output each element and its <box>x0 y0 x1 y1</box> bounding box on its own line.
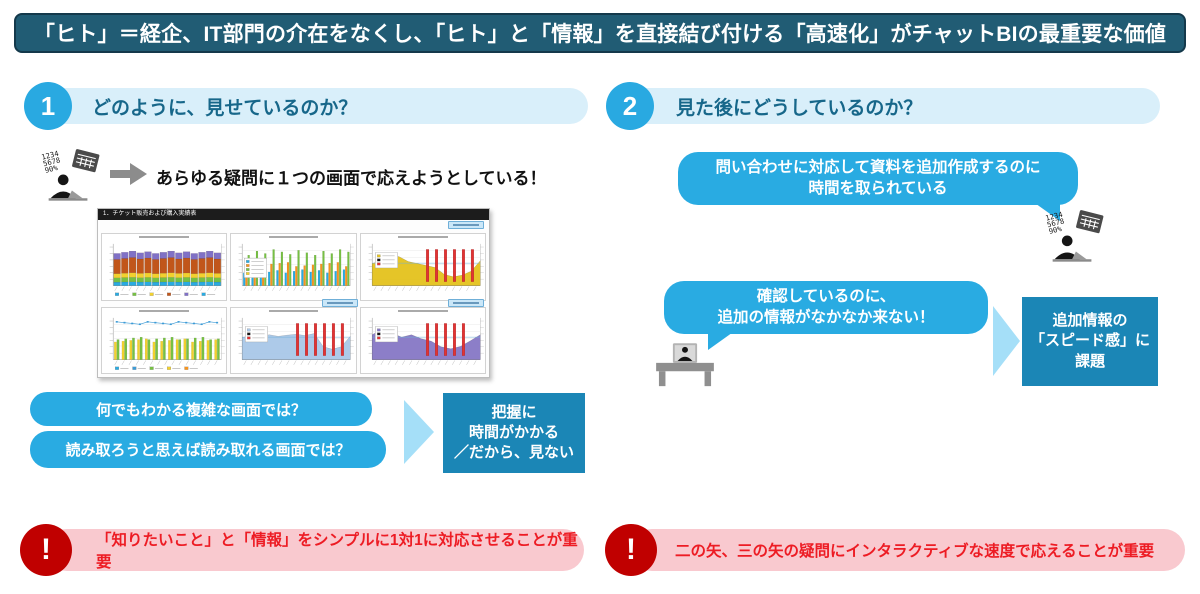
section-2-title: 見た後にどうしているのか？ <box>676 97 923 119</box>
svg-text:5678: 5678 <box>42 155 61 168</box>
dashboard-detail-chip <box>322 299 358 307</box>
dashboard-detail-chip <box>448 299 484 307</box>
dashboard-title: 1．チケット販売および購入実績表 <box>103 211 197 217</box>
grouped-bar-chart <box>238 243 355 291</box>
right-arrow-icon <box>110 163 147 185</box>
alert-banner-left: 「知りたいこと」と「情報」をシンプルに1対1に対応させることが重要 <box>46 529 584 571</box>
question-bubble-1: 何でもわかる複雑な画面では？ <box>30 392 372 426</box>
bar-line-chart <box>109 317 225 370</box>
question-bubble-2: 読み取ろうと思えば読み取れる画面では？ <box>30 431 386 468</box>
mini-chart-title <box>139 309 190 312</box>
svg-text:90%: 90% <box>1048 224 1063 236</box>
dashboard-detail-chip <box>448 221 484 229</box>
section-2-number-badge: 2 <box>606 82 654 130</box>
mini-chart-panel <box>101 233 228 301</box>
section-1-title: どのように、見せているのか？ <box>92 97 358 119</box>
conclusion-box-right: 追加情報の 「スピード感」に 課題 <box>1022 297 1158 386</box>
arrow-triangle-right <box>993 306 1020 376</box>
dashboard-titlebar: 1．チケット販売および購入実績表 <box>98 209 489 220</box>
speech-bubble-complaint: 確認しているのに、 追加の情報がなかなか来ない！ <box>664 281 988 334</box>
section-1-number: 1 <box>40 90 56 121</box>
speech-bubble-tail <box>1032 201 1060 221</box>
mini-chart-title <box>397 236 448 238</box>
exclamation-mark: ! <box>626 533 636 566</box>
area-chart-purple <box>368 317 484 365</box>
alert-icon: ! <box>605 524 657 576</box>
stacked-bar-chart <box>109 243 225 296</box>
alert-text-right: 二の矢、三の矢の疑問にインタラクティブな速度で応えることが重要 <box>675 543 1155 560</box>
mini-chart-panel <box>101 306 228 374</box>
area-chart-blue <box>238 317 355 365</box>
conclusion-box-left: 把握に 時間がかかる ／だから、見ない <box>443 393 585 473</box>
alert-banner-right: 二の矢、三の矢の疑問にインタラクティブな速度で応えることが重要 <box>631 529 1185 571</box>
alert-text-left: 「知りたいこと」と「情報」をシンプルに1対1に対応させることが重要 <box>96 532 578 571</box>
dashboard-chart-grid <box>101 233 486 374</box>
mini-chart-panel <box>359 306 486 374</box>
section-2-header: 見た後にどうしているのか？ <box>622 88 1160 124</box>
svg-text:90%: 90% <box>44 163 59 175</box>
mini-chart-title <box>268 309 319 312</box>
mini-chart-title <box>268 236 319 238</box>
alert-icon: ! <box>20 524 72 576</box>
section-1-number-badge: 1 <box>24 82 72 130</box>
bi-dashboard-screenshot: 1．チケット販売および購入実績表 <box>97 208 490 378</box>
arrow-triangle-left <box>404 400 434 464</box>
title-banner: 「ヒト」＝経企、IT部門の介在をなくし、「ヒト」と「情報」を直接結び付ける「高速… <box>14 13 1186 53</box>
mini-chart-panel <box>359 233 486 301</box>
mini-chart-title <box>397 309 448 312</box>
mini-chart-panel <box>230 306 357 374</box>
title-banner-text: 「ヒト」＝経企、IT部門の介在をなくし、「ヒト」と「情報」を直接結び付ける「高速… <box>33 23 1167 46</box>
speech-bubble-tail <box>708 330 736 350</box>
svg-text:1234: 1234 <box>1044 210 1064 223</box>
section-1-header: どのように、見せているのか？ <box>40 88 588 124</box>
exclamation-mark: ! <box>41 533 51 566</box>
svg-text:1234: 1234 <box>40 149 60 162</box>
speech-bubble-request: 問い合わせに対応して資料を追加作成するのに 時間を取られている <box>678 152 1078 205</box>
claim-text: あらゆる疑問に１つの画面で応えようとしている！ <box>156 169 547 188</box>
desk-person-icon <box>656 343 714 387</box>
section-2-number: 2 <box>622 90 638 121</box>
svg-text:5678: 5678 <box>1046 216 1065 229</box>
area-chart-yellow <box>368 243 484 291</box>
mini-chart-panel <box>230 233 357 301</box>
mini-chart-title <box>139 236 190 238</box>
